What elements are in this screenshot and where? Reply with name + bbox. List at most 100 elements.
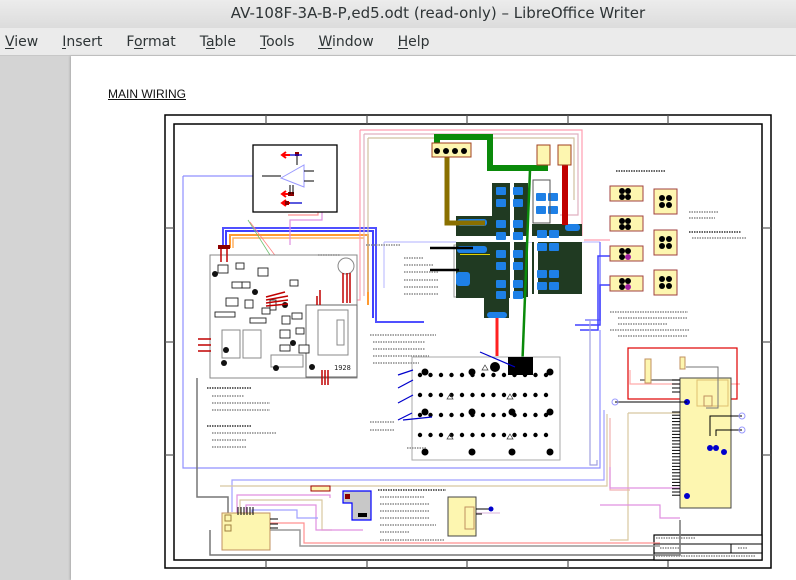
relay-board <box>397 351 561 461</box>
copper-pad <box>513 250 523 258</box>
ic-chip <box>225 297 239 307</box>
terminal-dot <box>480 432 486 438</box>
mounting-hole <box>468 368 476 376</box>
ic-chip <box>217 264 229 274</box>
mounting-hole <box>546 448 554 456</box>
connector-pin <box>666 243 672 249</box>
buzzer <box>337 257 355 275</box>
mounting-hole <box>508 408 516 416</box>
mounting-hole <box>421 448 429 456</box>
warning-icon <box>506 393 514 400</box>
terminal-dot <box>428 412 433 418</box>
terminal-dot <box>428 392 433 398</box>
connector-terminal-1 <box>536 144 551 166</box>
copper-pad <box>536 193 546 201</box>
terminal-dot <box>543 432 549 438</box>
sensor-module <box>342 490 372 521</box>
connector-pin <box>659 195 665 201</box>
copper-pad <box>549 282 559 290</box>
terminal-dot <box>470 432 475 438</box>
ic-chip <box>261 307 271 315</box>
terminal-dot <box>449 412 454 418</box>
mounting-hole <box>309 364 315 370</box>
connector-pin <box>619 284 625 290</box>
terminal-dot <box>459 432 465 438</box>
terminal-dot <box>428 432 433 438</box>
connector-pin <box>619 188 625 194</box>
terminal-dot <box>533 372 538 378</box>
connector-housing <box>653 188 678 215</box>
mounting-hole <box>290 340 296 346</box>
mounting-hole <box>546 368 554 376</box>
ic-chip <box>231 281 243 289</box>
copper-pad <box>549 270 559 278</box>
terminal-dot <box>449 372 454 378</box>
mounting-hole <box>468 448 476 456</box>
terminal-dot <box>491 412 496 418</box>
ic-chip <box>244 299 254 309</box>
terminal-dot <box>480 412 486 418</box>
terminal-dot <box>522 412 528 418</box>
copper-pad <box>496 250 506 258</box>
fuse-holder <box>310 485 331 492</box>
window-title: AV-108F-3A-B-P,ed5.odt (read-only) – Lib… <box>230 4 646 22</box>
terminal-dot <box>459 412 465 418</box>
terminal-dot <box>438 432 444 438</box>
terminal-dot <box>543 392 549 398</box>
terminal-dot <box>470 392 475 398</box>
annotation-notes <box>207 170 756 557</box>
terminal-dot <box>480 392 486 398</box>
connector-pin <box>619 224 625 230</box>
copper-pad <box>496 187 506 195</box>
copper-pad <box>537 270 547 278</box>
terminal-dot <box>533 392 538 398</box>
connector-pin <box>666 236 672 242</box>
warning-icon <box>506 433 514 440</box>
mounting-hole <box>508 448 516 456</box>
connector-pin <box>659 243 665 249</box>
section-heading: MAIN WIRING <box>108 87 186 101</box>
connector-pin <box>625 254 631 260</box>
mounting-hole <box>546 408 554 416</box>
connector-pin <box>666 195 672 201</box>
connector-housing <box>653 229 678 256</box>
connector-pin <box>666 276 672 282</box>
copper-pad <box>549 243 559 251</box>
ic-chip <box>257 267 269 277</box>
connector-pin <box>619 248 625 254</box>
connector-pin <box>666 283 672 289</box>
terminal-dot <box>449 392 454 398</box>
zone-dividers <box>165 115 771 568</box>
terminal-dot <box>501 432 507 438</box>
terminal-dot <box>428 372 433 378</box>
connector-housing <box>653 269 678 296</box>
mounting-hole <box>252 289 258 295</box>
mounting-hole <box>273 365 279 371</box>
terminal-dot <box>491 432 496 438</box>
terminal-dot <box>501 392 507 398</box>
copper-pad <box>496 291 506 299</box>
connector-pin <box>625 248 631 254</box>
terminal-dot <box>512 392 517 398</box>
mounting-hole <box>468 408 476 416</box>
power-wires <box>430 134 568 373</box>
connector-pin <box>625 278 631 284</box>
copper-pad <box>487 312 507 318</box>
terminal-dot <box>522 432 528 438</box>
terminal-dot <box>501 372 507 378</box>
connector-pin <box>659 202 665 208</box>
terminal-dot <box>417 432 423 438</box>
terminal-dot <box>522 392 528 398</box>
wire-harness <box>182 129 740 556</box>
ic-chip <box>291 312 303 320</box>
connector-pin <box>619 194 625 200</box>
terminal-dot <box>449 432 454 438</box>
power-supply-board <box>221 507 278 551</box>
warning-icon <box>446 393 454 400</box>
terminal-dot <box>417 412 423 418</box>
copper-pad <box>513 232 523 240</box>
terminal-dot <box>512 372 517 378</box>
copper-pad <box>496 220 506 228</box>
terminal-dot <box>533 412 538 418</box>
